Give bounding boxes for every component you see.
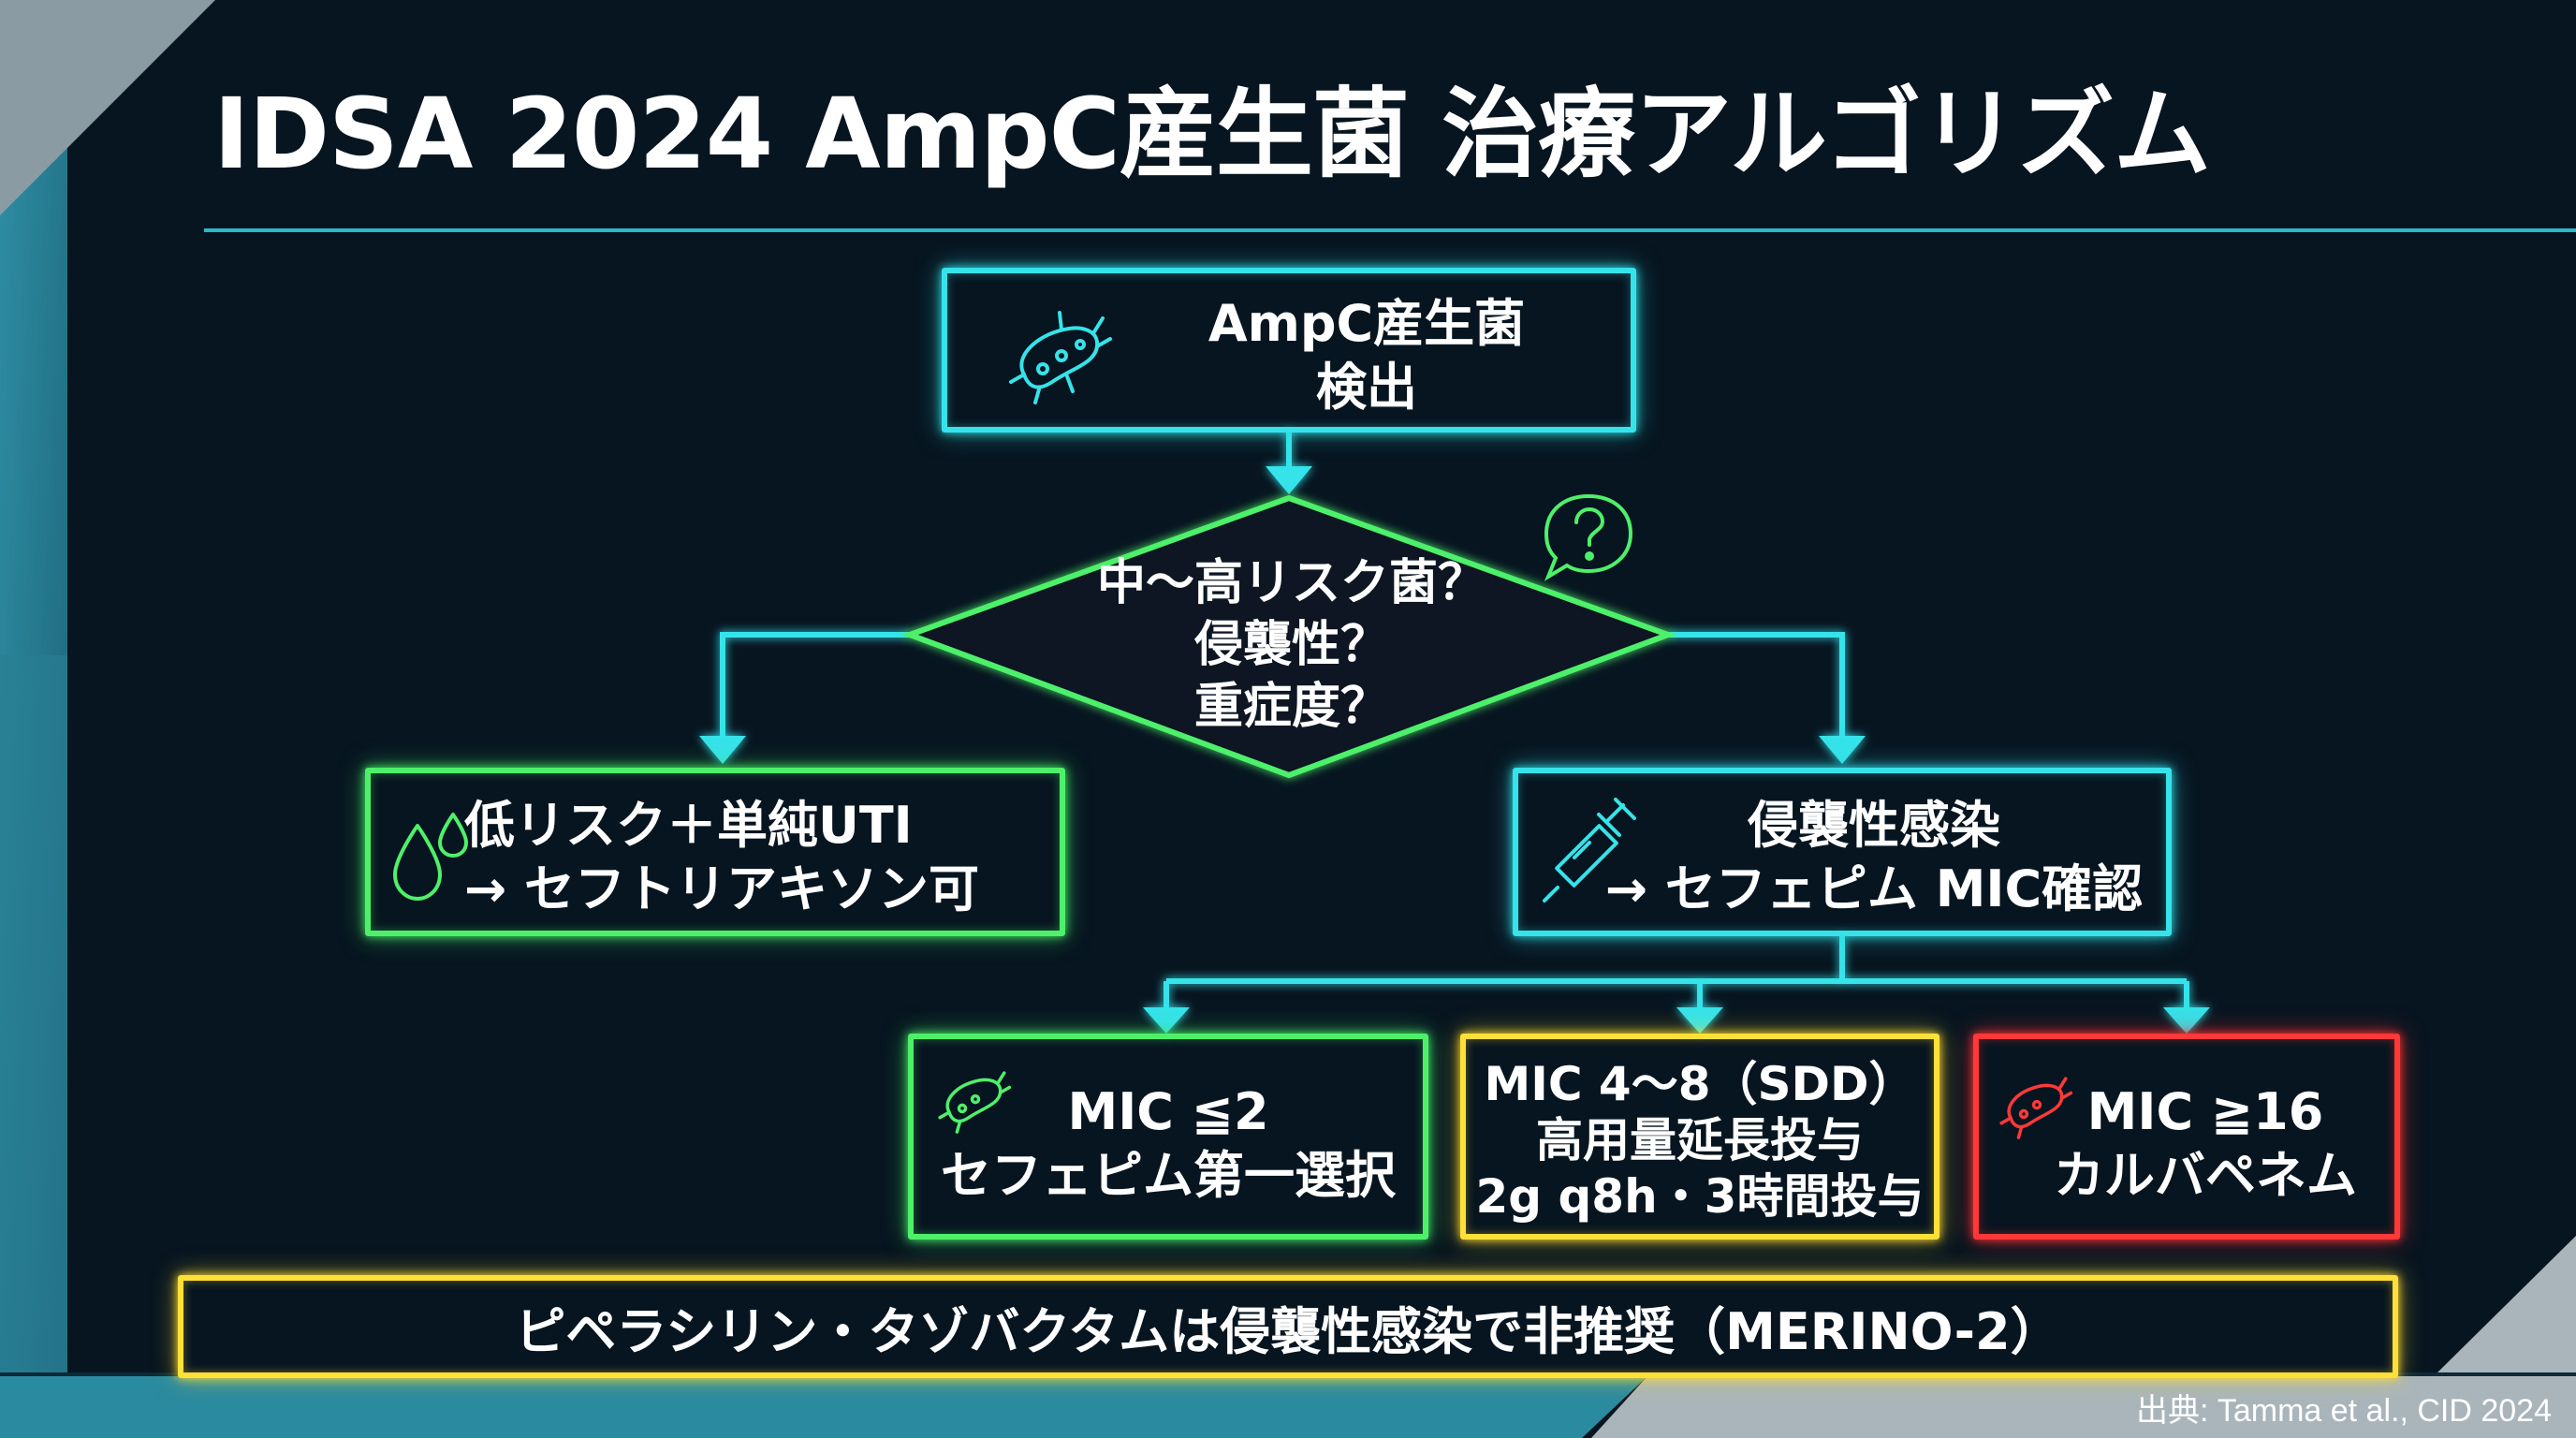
- mic-low-line-2: セフェピム第一選択: [941, 1146, 1396, 1205]
- start-line-1: AmpC産生菌: [1208, 294, 1526, 353]
- start-line-2: 検出: [1316, 358, 1417, 417]
- note-text: ピペラシリン・タゾバクタムは侵襲性感染で非推奨（MERINO-2）: [515, 1301, 2061, 1361]
- mic-high-line-1: MIC ≧16: [2086, 1082, 2324, 1141]
- invasive-line-1: 侵襲性感染: [1748, 796, 2000, 855]
- decision-diamond: [901, 494, 1676, 779]
- mic-low-line-1: MIC ≦2: [1067, 1082, 1269, 1141]
- mic-mid-line-2: 高用量延長投与: [1536, 1113, 1864, 1167]
- invasive-line-2: → セフェピム MIC確認: [1604, 859, 2144, 918]
- decision-line-3: 重症度？: [1193, 679, 1389, 735]
- bacteria-icon: [938, 1071, 1012, 1134]
- start-node: AmpC産生菌 検出: [942, 268, 1636, 433]
- mic-high-line-2: カルバペネム: [2054, 1146, 2357, 1205]
- droplets-icon: [393, 813, 468, 901]
- low-risk-node: 低リスク＋単純UTI → セフトリアキソン可: [365, 768, 1065, 936]
- low-risk-line-1: 低リスク＋単純UTI: [464, 796, 913, 855]
- bacteria-icon: [1999, 1077, 2073, 1139]
- mic-mid-node: MIC 4〜8（SDD） 高用量延長投与 2g q8h・3時間投与: [1460, 1034, 1939, 1240]
- mic-low-node: MIC ≦2 セフェピム第一選択: [908, 1034, 1428, 1240]
- note-box: ピペラシリン・タゾバクタムは侵襲性感染で非推奨（MERINO-2）: [178, 1275, 2398, 1378]
- syringe-icon: [1543, 798, 1636, 902]
- source-citation: 出典: Tamma et al., CID 2024: [2135, 1393, 2552, 1429]
- decision-line-2: 侵襲性？: [1193, 617, 1389, 673]
- decision-text: 中〜高リスク菌？ 侵襲性？ 重症度？: [1030, 552, 1554, 738]
- question-bubble-icon: [1544, 493, 1633, 581]
- bacteria-icon: [1009, 311, 1112, 404]
- mic-high-node: MIC ≧16 カルバペネム: [1973, 1034, 2400, 1240]
- invasive-node: 侵襲性感染 → セフェピム MIC確認: [1513, 768, 2172, 936]
- mic-mid-line-3: 2g q8h・3時間投与: [1475, 1169, 1925, 1224]
- decision-line-1: 中〜高リスク菌？: [1096, 555, 1486, 611]
- low-risk-line-2: → セフトリアキソン可: [464, 859, 980, 918]
- page-title: IDSA 2024 AmpC産生菌 治療アルゴリズム: [213, 77, 2211, 191]
- mic-mid-line-1: MIC 4〜8（SDD）: [1484, 1057, 1916, 1111]
